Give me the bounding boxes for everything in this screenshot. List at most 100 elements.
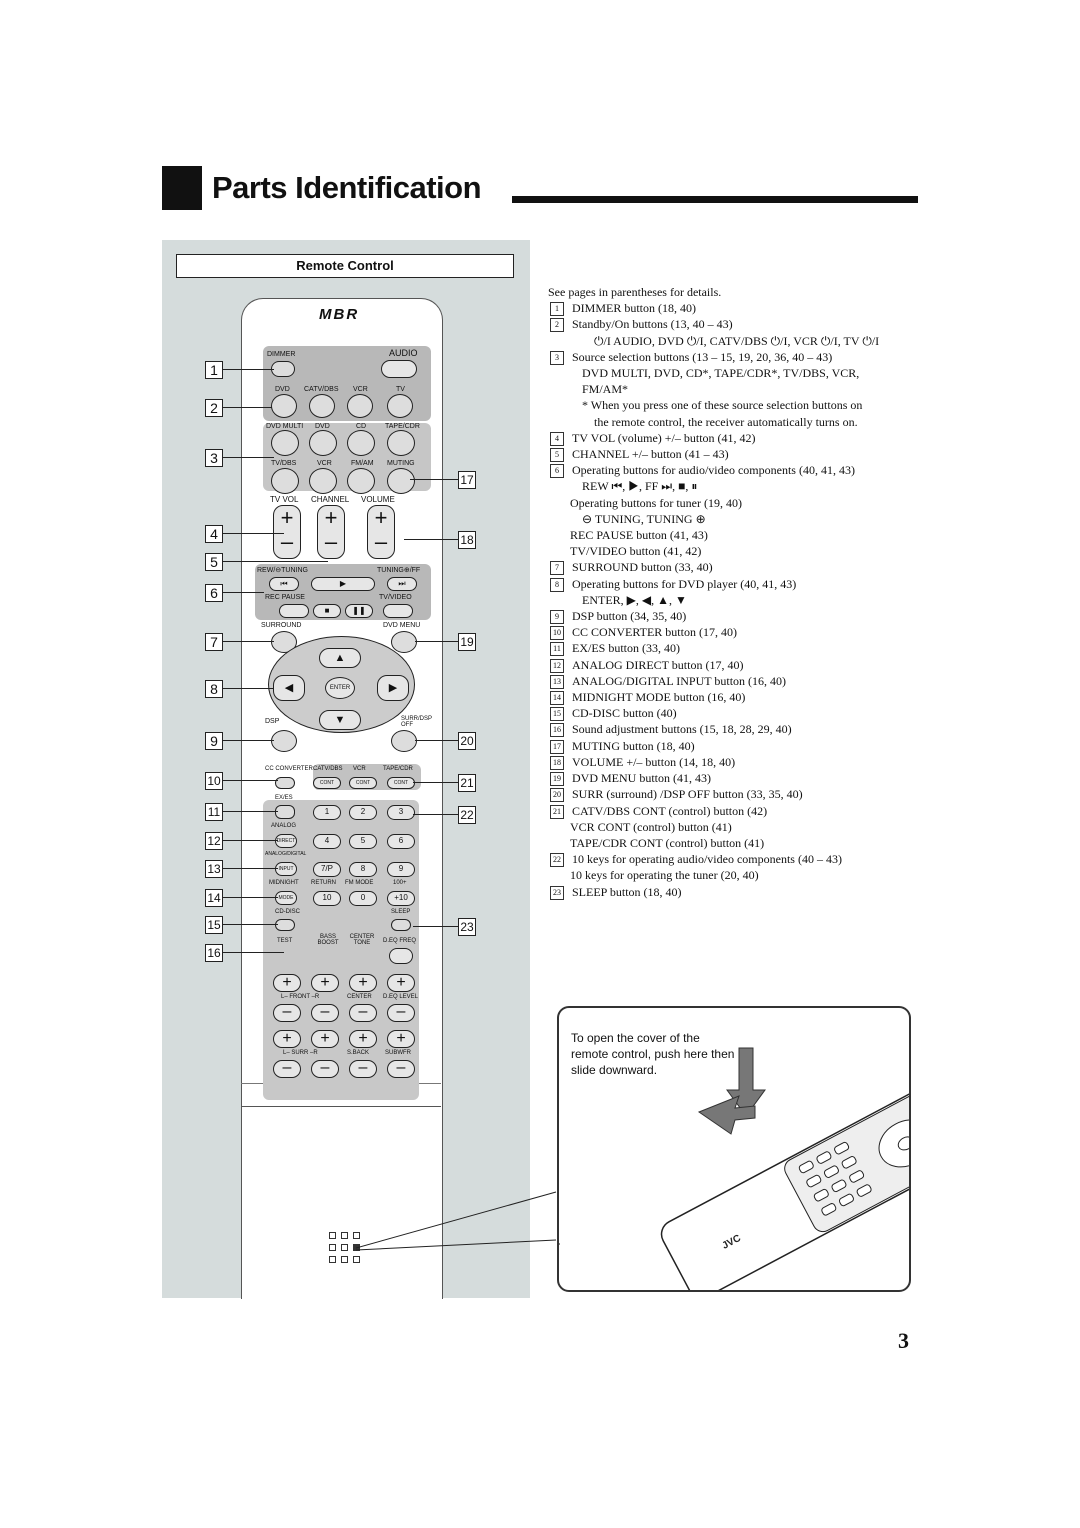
key-3[interactable]: 3 [387,805,415,820]
dvd-multi-button[interactable] [271,430,299,456]
pause-button[interactable]: ❚❚ [345,604,373,618]
deq-level-plus-button[interactable]: + [387,974,415,992]
channel-rocker[interactable]: +– [317,505,345,559]
midnight-mode-button[interactable]: MODE [275,891,297,905]
cc-converter-button[interactable] [275,777,295,789]
callout-21: 21 [458,774,476,792]
cd-disc-button[interactable] [275,919,295,931]
down-arrow-button[interactable]: ▼ [319,710,361,730]
item-text: TAPE/CDR CONT (control) button (41) [570,835,765,850]
left-arrow-button[interactable]: ◀ [273,675,305,701]
right-arrow-button[interactable]: ▶ [377,675,409,701]
catv-dbs-standby-button[interactable] [309,394,335,418]
surr-r-minus-button[interactable]: – [311,1060,339,1078]
callout-13: 13 [205,860,223,878]
catv-dbs-cont-button[interactable]: CONT [313,777,341,789]
audio-standby-button[interactable] [381,360,417,378]
key-7-p[interactable]: 7/P [313,862,341,877]
center-minus-button[interactable]: – [349,1004,377,1022]
vcr-standby-button[interactable] [347,394,373,418]
rec-pause-button[interactable] [279,604,309,618]
fm-am-button[interactable] [347,468,375,494]
surr-dsp-off-button[interactable] [391,730,417,752]
label-vcr: VCR [353,386,368,393]
subwfr-minus-button[interactable]: – [387,1060,415,1078]
front-r-plus-button[interactable]: + [311,974,339,992]
key-8[interactable]: 8 [349,862,377,877]
key-plus-10[interactable]: +10 [387,891,415,906]
key-9[interactable]: 9 [387,862,415,877]
description-line: the remote control, the receiver automat… [548,414,918,430]
label-audio: AUDIO [389,348,418,358]
enter-button[interactable]: ENTER [325,677,355,699]
label-fm-am: FM/AM [351,460,374,467]
label-tape-cdr: TAPE/CDR [385,423,420,430]
surr-l-minus-button[interactable]: – [273,1060,301,1078]
tape-cdr-button[interactable] [387,430,415,456]
item-number: 8 [550,577,564,592]
callout-11: 11 [205,803,223,821]
key-5[interactable]: 5 [349,834,377,849]
front-l-plus-button[interactable]: + [273,974,301,992]
item-text: Sound adjustment buttons (15, 18, 28, 29… [572,722,792,737]
key-6[interactable]: 6 [387,834,415,849]
input-button[interactable]: INPUT [275,862,297,876]
ff-button[interactable]: ⏭ [387,577,417,591]
key-0[interactable]: 0 [349,891,377,906]
rew-button[interactable]: ⏮ [269,577,299,591]
analog-direct-button[interactable]: DIRECT [275,834,297,848]
item-text: DIMMER button (18, 40) [572,301,696,316]
sback-minus-button[interactable]: – [349,1060,377,1078]
front-r-minus-button[interactable]: – [311,1004,339,1022]
subwfr-plus-button[interactable]: + [387,1030,415,1048]
surr-r-plus-button[interactable]: + [311,1030,339,1048]
dvd-source-button[interactable] [309,430,337,456]
item-text: DVD MENU button (41, 43) [572,771,711,786]
vcr-cont-button[interactable]: CONT [349,777,377,789]
key-2[interactable]: 2 [349,805,377,820]
ex-es-button[interactable] [275,805,295,819]
muting-button[interactable] [387,468,415,494]
up-arrow-button[interactable]: ▲ [319,648,361,668]
surr-l-plus-button[interactable]: + [273,1030,301,1048]
dimmer-button[interactable] [271,361,295,377]
item-number: 11 [550,642,564,657]
key-10[interactable]: 10 [313,891,341,906]
item-number: 3 [550,350,564,365]
dsp-button[interactable] [271,730,297,752]
sback-plus-button[interactable]: + [349,1030,377,1048]
tv-standby-button[interactable] [387,394,413,418]
play-button[interactable]: ▶ [311,577,375,591]
deq-freq-button[interactable] [389,948,413,964]
item-text: Standby/On buttons (13, 40 – 43) [572,317,733,332]
vcr-source-button[interactable] [309,468,337,494]
tv-dbs-button[interactable] [271,468,299,494]
key-1[interactable]: 1 [313,805,341,820]
deq-level-minus-button[interactable]: – [387,1004,415,1022]
tv-vol-rocker[interactable]: +– [273,505,301,559]
key-4[interactable]: 4 [313,834,341,849]
tape-cdr-cont-button[interactable]: CONT [387,777,415,789]
label-dimmer: DIMMER [267,351,296,358]
label-cd-disc: CD-DISC [275,909,300,915]
description-line: REW ⏮, ▶, FF ⏭, ■, ⏸ [548,478,918,494]
front-l-minus-button[interactable]: – [273,1004,301,1022]
volume-rocker[interactable]: +– [367,505,395,559]
item-text: VOLUME +/– button (14, 18, 40) [572,754,736,769]
callout-19: 19 [458,633,476,651]
tv-video-button[interactable] [383,604,413,618]
cd-button[interactable] [347,430,375,456]
dvd-standby-button[interactable] [271,394,297,418]
stop-button[interactable]: ■ [313,604,341,618]
item-number: 16 [550,723,564,738]
cover-dot [341,1232,348,1239]
center-plus-button[interactable]: + [349,974,377,992]
label-catv-dbs: CATV/DBS [304,386,339,393]
remote-logo: MBR [319,306,360,323]
dvd-menu-button[interactable] [391,631,417,653]
leader-15 [222,924,278,925]
sleep-button[interactable] [391,919,411,931]
remote-cover-illustration: JVC [559,1047,909,1290]
